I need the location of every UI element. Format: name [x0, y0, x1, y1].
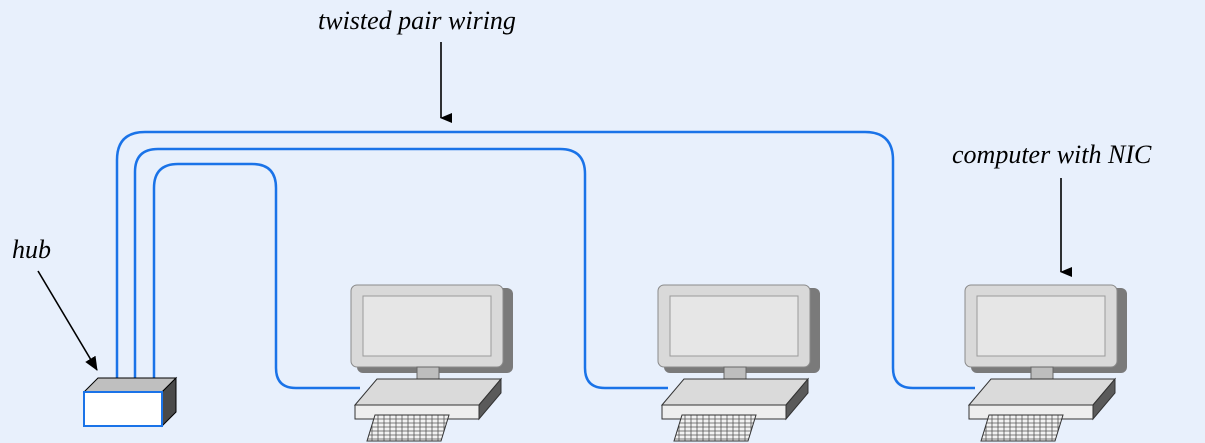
computer-2 — [657, 284, 821, 442]
hub-label: hub — [12, 235, 51, 264]
computer-3 — [964, 284, 1128, 442]
computer-with-nic-label: computer with NIC — [952, 140, 1152, 169]
hub-arrow — [37, 270, 98, 371]
cable-to-computer-3 — [115, 130, 975, 390]
twisted-pair-wiring-label: twisted pair wiring — [318, 6, 516, 35]
twisted-pair-cables — [115, 130, 975, 390]
computer-1 — [350, 284, 513, 442]
hub-box — [82, 376, 178, 428]
cable-to-computer-2 — [133, 147, 668, 390]
cable-to-computer-1 — [152, 162, 360, 390]
